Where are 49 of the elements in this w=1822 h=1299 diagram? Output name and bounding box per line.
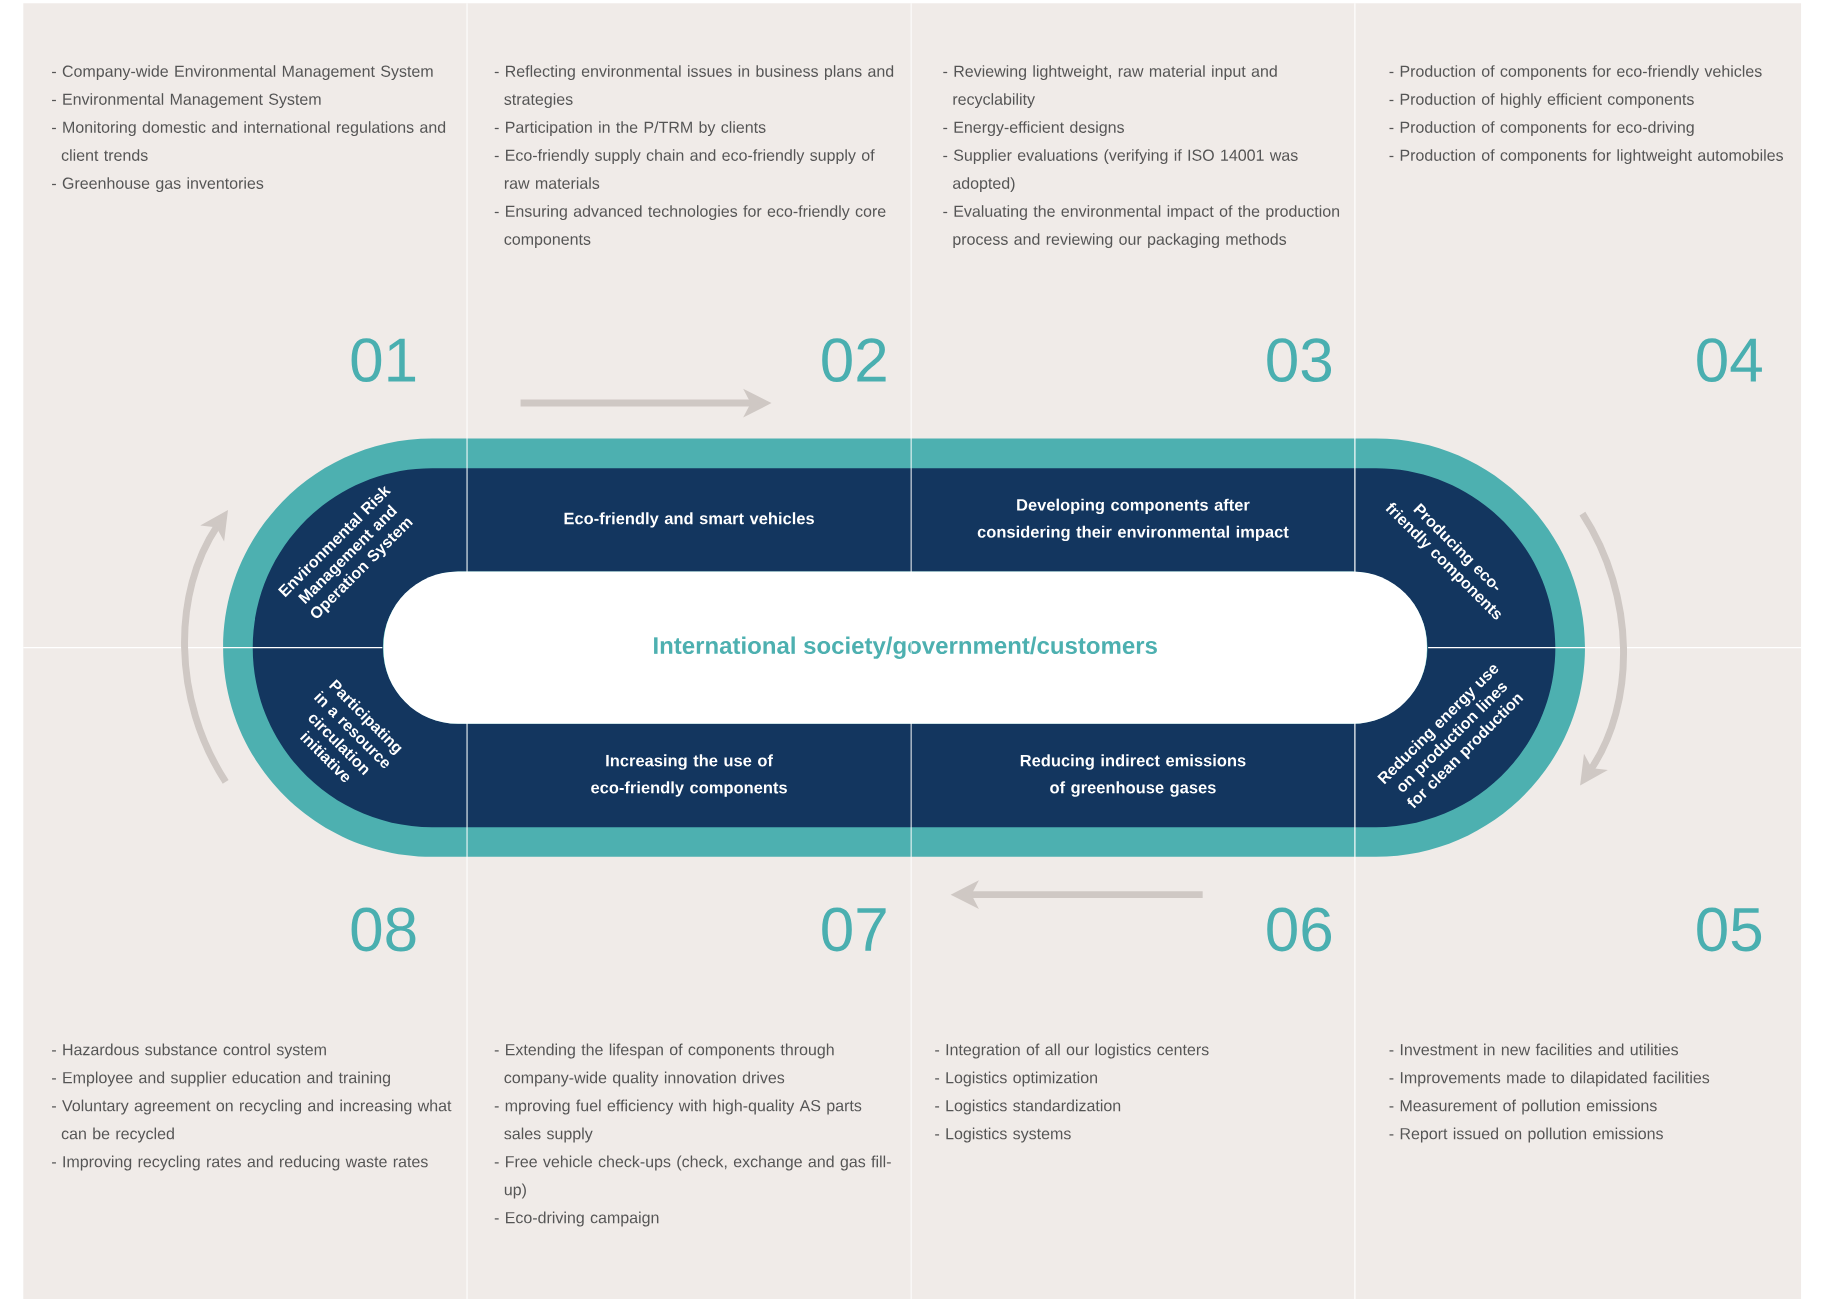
list-item: - Supplier evaluations (verifying if ISO 14001 was adopted) [943, 149, 1298, 193]
list-item: - mproving fuel efficiency with high-quality AS parts sales supply [494, 1099, 862, 1143]
list-item: - Eco-friendly supply chain and eco-friendly supply of raw materials [494, 149, 875, 189]
list-item: - Report issued on pollution emissions [1389, 1127, 1663, 1143]
list-item: - Improving recycling rates and reducing waste rates [52, 1155, 428, 1171]
list-item: - Production of highly efficient components [1389, 93, 1694, 109]
list-item: - Integration of all our logistics centers [935, 1043, 1209, 1059]
step-number: 05 [1697, 907, 1762, 952]
step-number: 01 [351, 338, 416, 383]
node-label: Eco-friendly and smart vehicles [564, 512, 814, 528]
segment: Developing components after considering their environmental impact [911, 468, 1355, 572]
list-item: - Reflecting environmental issues in business plans and strategies [494, 65, 894, 109]
list-item: - Free vehicle check-ups (check, exchange and gas fill-up) [494, 1155, 891, 1199]
step-number: 03 [1267, 338, 1332, 383]
step-number: 04 [1697, 338, 1762, 383]
list-item: - Production of components for eco-driving [1389, 121, 1694, 137]
list-item: - Ensuring advanced technologies for eco-friendly core components [494, 205, 886, 249]
list-item: - Hazardous substance control system [52, 1043, 326, 1059]
list-item: - Production of components for eco-friendly vehicles [1389, 65, 1762, 81]
list-item: - Greenhouse gas inventories [52, 177, 264, 193]
step-number: 02 [822, 338, 886, 383]
step-number: 08 [351, 907, 416, 952]
list-item: - Improvements made to dilapidated facilities [1389, 1071, 1710, 1087]
list-item: - Investment in new facilities and utilities [1389, 1043, 1679, 1056]
list-item: - Company-wide Environmental Management System [52, 65, 433, 81]
list-item: - Evaluating the environmental impact of the production process and reviewing our packaging methods [943, 205, 1340, 249]
segment: Reducing indirect emissions of greenhouse gases [911, 723, 1355, 828]
node-label: Reducing indirect emissions of greenhouse gases [1020, 754, 1246, 797]
list-item: - Participation in the P/TRM by clients [494, 121, 766, 137]
list-item: - Eco-driving campaign [494, 1211, 659, 1227]
list-item: - Energy-efficient designs [943, 121, 1124, 137]
list-item: - Monitoring domestic and international regulations and client trends [52, 121, 446, 161]
list-item: - Logistics standardization [935, 1099, 1121, 1115]
center-box: International society/government/customers [383, 571, 1427, 724]
step-number: 06 [1267, 907, 1332, 952]
list-item: - Production of components for lightweight automobiles [1389, 149, 1783, 165]
list-item: - Environmental Management System [52, 93, 321, 109]
segment: Increasing the use of eco-friendly components [467, 723, 911, 828]
list-item: - Voluntary agreement on recycling and increasing what can be recycled [52, 1099, 452, 1143]
step-number: 07 [822, 907, 886, 952]
node-label: Increasing the use of eco-friendly components [591, 754, 787, 797]
list-item: - Measurement of pollution emissions [1389, 1099, 1657, 1115]
list-item: - Employee and supplier education and training [52, 1071, 390, 1087]
node-label: Developing components after considering their environmental impact [977, 498, 1289, 542]
segment: Eco-friendly and smart vehicles [467, 468, 911, 572]
list-item: - Extending the lifespan of components through company-wide quality innovation drives [494, 1043, 834, 1087]
list-item: - Reviewing lightweight, raw material input and recyclability [943, 65, 1277, 109]
list-item: - Logistics systems [935, 1127, 1071, 1143]
list-item: - Logistics optimization [935, 1071, 1097, 1087]
